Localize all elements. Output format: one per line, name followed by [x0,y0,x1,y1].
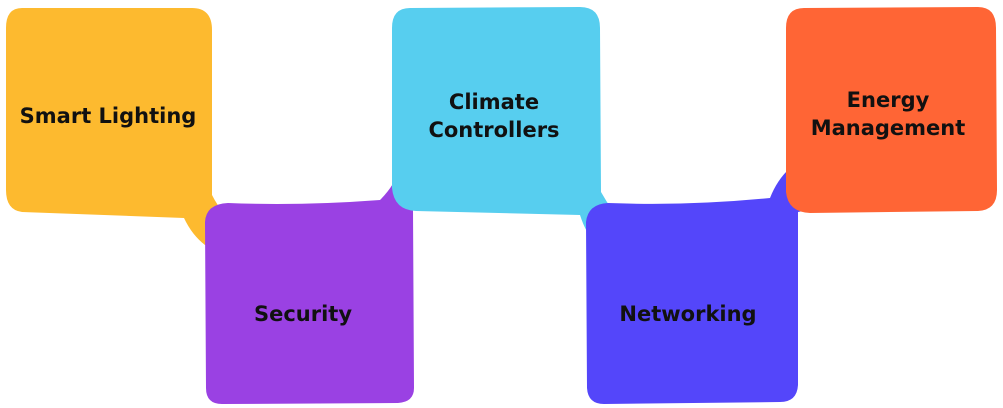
bubble-climate-controllers [392,7,638,258]
label-climate-controllers: Climate Controllers [428,90,560,142]
bubble-security [205,152,450,404]
label-smart-lighting: Smart Lighting [19,104,197,128]
label-energy-management: Energy Management [810,88,966,140]
bubble-energy-management [786,7,997,213]
label-security: Security [253,302,353,326]
bubble-networking [586,155,832,404]
label-networking: Networking [619,302,757,326]
bubble-smart-lighting [6,8,250,258]
